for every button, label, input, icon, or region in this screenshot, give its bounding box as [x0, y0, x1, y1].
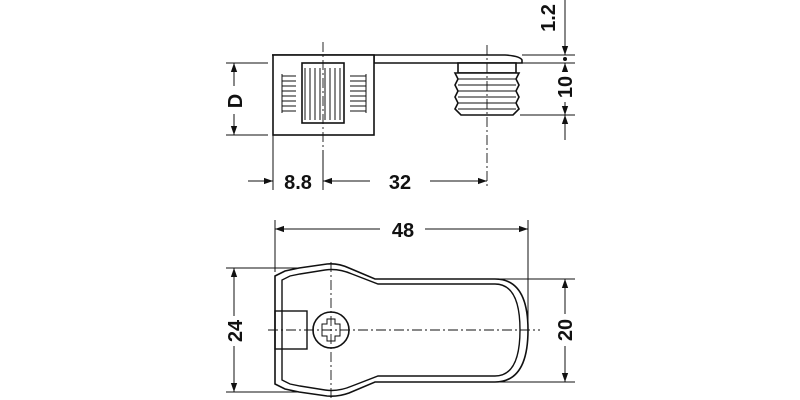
dimension-right-top: 1.2 10 [520, 0, 577, 140]
thread-lines [302, 68, 344, 124]
label-d: D [225, 94, 247, 108]
label-offset: 8.8 [284, 172, 312, 194]
label-spacing: 32 [389, 172, 411, 194]
plan-view: 48 24 20 [225, 220, 577, 398]
dimension-length: 48 [274, 220, 529, 322]
label-end-width: 20 [555, 319, 577, 341]
dimension-horizontal-top: 8.8 32 [248, 135, 487, 194]
label-cap-thickness: 1.2 [538, 4, 560, 32]
dimension-end-width: 20 [495, 278, 577, 383]
plan-inner-contour [281, 268, 521, 392]
label-width: 24 [225, 319, 247, 342]
left-ribs [281, 74, 296, 113]
dimension-d: D [224, 62, 268, 136]
side-view: D 8.8 32 1.2 10 [224, 0, 577, 194]
dimension-width: 24 [225, 267, 300, 393]
label-length: 48 [392, 220, 414, 242]
cap-plate [272, 54, 523, 64]
right-ribs [350, 74, 367, 113]
label-plug-height: 10 [555, 76, 577, 98]
